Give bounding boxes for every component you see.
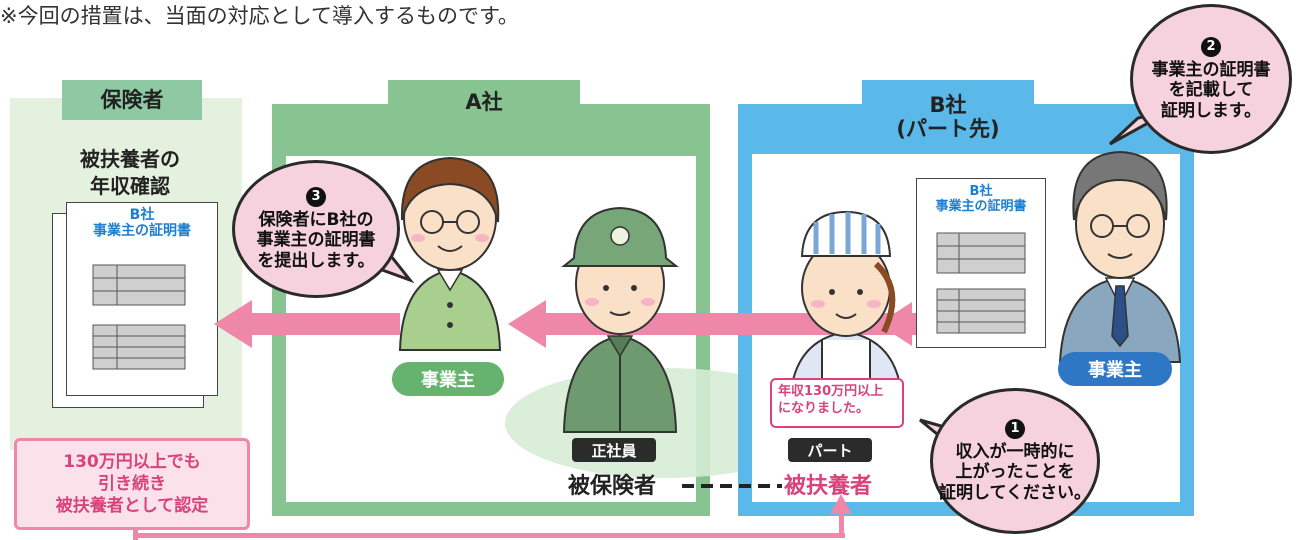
part-chip: パート xyxy=(788,438,872,462)
arrow-to-employer-a-head xyxy=(508,300,546,348)
step3-line-1: 保険者にB社の xyxy=(258,209,374,230)
employer-a-figure xyxy=(398,156,502,351)
result-line-1: 130万円以上でも xyxy=(63,451,201,472)
insurer-doc-form-lines xyxy=(92,264,186,370)
employer-b-figure xyxy=(1058,150,1182,363)
part-worker-speech: 年収130万円以上 になりました。 xyxy=(770,378,904,428)
step1-line-1: 収入が一時的に xyxy=(955,441,1075,462)
step2-number: 2 xyxy=(1201,36,1221,57)
arrow-from-b-employer-head xyxy=(878,302,912,346)
insurer-tab: 保険者 xyxy=(62,80,202,120)
insurer-title: 保険者 xyxy=(100,87,164,112)
employer-b-badge-label: 事業主 xyxy=(1088,360,1142,381)
step2-line-3: 証明します。 xyxy=(1160,100,1262,121)
company-a-title: A社 xyxy=(465,89,503,114)
note-text: ※今回の措置は、当面の対応として導入するものです。 xyxy=(0,4,519,28)
step2-line-2: を記載して xyxy=(1168,80,1254,101)
company-b-doc-title-1: B社 xyxy=(969,184,993,199)
company-b-doc: B社 事業主の証明書 xyxy=(916,178,1046,348)
step1-number: 1 xyxy=(1005,418,1025,439)
return-line-bottom xyxy=(133,533,845,538)
employee-chip-label: 正社員 xyxy=(591,441,637,460)
step2-line-1: 事業主の証明書 xyxy=(1151,59,1271,80)
arrow-to-insurer-head xyxy=(214,300,252,348)
step3-line-2: 事業主の証明書 xyxy=(256,230,376,251)
company-b-doc-title: B社 事業主の証明書 xyxy=(917,184,1045,215)
employer-a-badge: 事業主 xyxy=(392,362,504,396)
arrow-to-insurer-shaft xyxy=(250,313,400,335)
dependent-label: 被扶養者 xyxy=(784,474,873,499)
step3-line-3: を提出します。 xyxy=(257,250,375,271)
speech-line-1: 年収130万円以上 xyxy=(778,384,884,399)
insured-label: 被保険者 xyxy=(568,474,657,499)
insurer-doc-title: B社 事業主の証明書 xyxy=(67,207,217,239)
income-check-line-2: 年収確認 xyxy=(90,174,170,198)
return-line-head xyxy=(830,494,852,514)
step1-line-2: 上がったことを xyxy=(955,462,1075,483)
income-check-line-1: 被扶養者の xyxy=(80,147,180,171)
income-check-label: 被扶養者の 年収確認 xyxy=(40,146,220,200)
return-line-right xyxy=(839,512,844,538)
insurer-doc-title-2: 事業主の証明書 xyxy=(93,223,191,240)
step2-bubble: 2 事業主の証明書 を記載して 証明します。 xyxy=(1130,4,1292,154)
result-line-2: 引き続き xyxy=(98,473,166,494)
step3-number: 3 xyxy=(306,186,326,207)
company-b-title-2: (パート先) xyxy=(896,117,1000,141)
company-b-title-1: B社 xyxy=(929,92,967,117)
employee-chip: 正社員 xyxy=(572,438,656,462)
speech-line-2: になりました。 xyxy=(778,400,870,416)
employer-a-badge-label: 事業主 xyxy=(421,370,475,391)
insurer-doc-front: B社 事業主の証明書 xyxy=(66,202,218,396)
step1-line-3: 証明してください。 xyxy=(939,482,1091,503)
result-line-3: 被扶養者として認定 xyxy=(55,496,209,517)
company-b-doc-title-2: 事業主の証明書 xyxy=(935,198,1027,214)
step3-bubble: 3 保険者にB社の 事業主の証明書 を提出します。 xyxy=(232,160,400,298)
result-box: 130万円以上でも 引き続き 被扶養者として認定 xyxy=(14,438,250,530)
employee-figure xyxy=(561,206,679,433)
company-b-doc-form-lines xyxy=(936,232,1026,334)
step1-bubble: 1 収入が一時的に 上がったことを 証明してください。 xyxy=(930,388,1100,534)
part-chip-label: パート xyxy=(807,441,853,460)
insurer-doc-title-1: B社 xyxy=(129,207,155,223)
company-a-tab: A社 xyxy=(388,80,580,124)
company-b-tab: B社 (パート先) xyxy=(862,80,1034,154)
employer-b-badge: 事業主 xyxy=(1058,352,1172,386)
